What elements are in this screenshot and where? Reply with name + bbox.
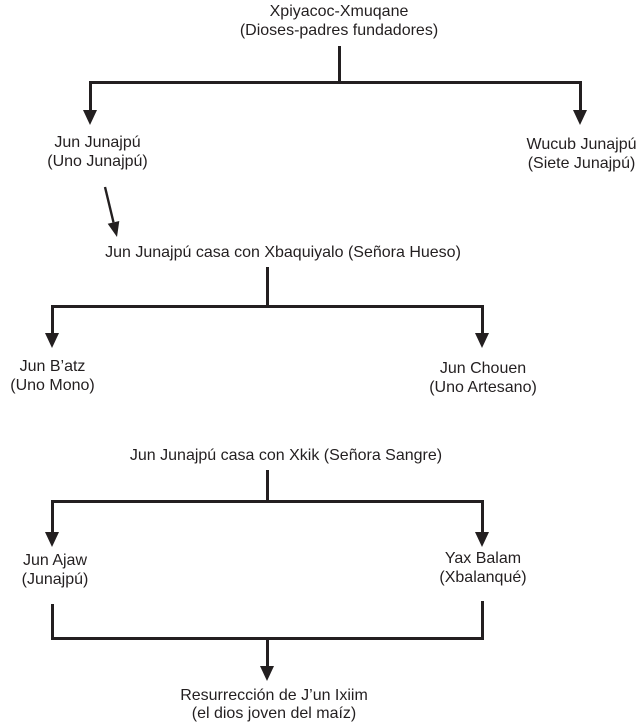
root-alias: (Dioses-padres fundadores): [239, 22, 439, 39]
connector-marriage2-stem: [266, 470, 269, 503]
arrowhead-gen3-left-icon: [45, 532, 59, 547]
arrowhead-gen2-left-icon: [45, 333, 59, 348]
connector-outcome-right-rise: [481, 601, 484, 640]
node-outcome: Resurrección de J’un Ixiim (el dios jove…: [124, 687, 424, 723]
outcome-alias: (el dios joven del maíz): [191, 705, 357, 722]
node-jun-chouen: Jun Chouen (Uno Artesano): [404, 359, 562, 397]
marriage2-label: Jun Junajpú casa con Xkik (Señora Sangre…: [129, 447, 443, 464]
node-jun-junajpu: Jun Junajpú (Uno Junajpú): [15, 133, 180, 171]
person-alias: (Uno Artesano): [429, 379, 537, 396]
person-name: Jun Ajaw: [22, 552, 88, 569]
person-alias: (Siete Junajpú): [527, 155, 636, 172]
diagonal-arrow-icon: [103, 186, 120, 237]
connector-root-stem: [338, 46, 341, 82]
person-alias: (Uno Mono): [10, 377, 95, 394]
connector-marriage1-stem: [266, 267, 269, 307]
person-name: Jun B’atz: [19, 358, 86, 375]
marriage1-label: Jun Junajpú casa con Xbaquiyalo (Señora …: [105, 244, 461, 261]
connector-gen3-left-drop: [51, 500, 54, 532]
node-wucub-junajpu: Wucub Junajpú (Siete Junajpú): [500, 135, 643, 173]
person-name: Yax Balam: [444, 550, 522, 567]
node-root-couple: Xpiyacoc-Xmuqane (Dioses-padres fundador…: [189, 2, 489, 40]
connector-gen1-right-drop: [579, 81, 582, 111]
person-name: Jun Junajpú: [54, 134, 141, 151]
node-yax-balam: Yax Balam (Xbalanqué): [403, 549, 563, 587]
node-jun-batz: Jun B’atz (Uno Mono): [0, 357, 105, 395]
connector-gen1-left-drop: [89, 81, 92, 111]
outcome-name: Resurrección de J’un Ixiim: [180, 687, 368, 704]
arrowhead-gen1-left-icon: [83, 110, 97, 125]
person-alias: (Uno Junajpú): [47, 153, 148, 170]
arrowhead-gen2-right-icon: [475, 333, 489, 348]
person-name: Wucub Junajpú: [526, 136, 637, 153]
person-alias: (Xbalanqué): [439, 569, 527, 586]
connector-gen3-right-drop: [481, 500, 484, 532]
connector-outcome-left-rise: [51, 604, 54, 640]
connector-gen3-horizontal: [51, 500, 484, 503]
arrowhead-outcome-icon: [260, 666, 274, 681]
arrowhead-gen1-right-icon: [573, 110, 587, 125]
person-alias: (Junajpú): [21, 571, 89, 588]
arrowhead-gen3-right-icon: [475, 532, 489, 547]
connector-gen1-horizontal: [89, 81, 582, 84]
person-name: Jun Chouen: [439, 360, 527, 377]
node-jun-ajaw: Jun Ajaw (Junajpú): [0, 551, 110, 589]
connector-outcome-stem: [266, 637, 269, 667]
root-name: Xpiyacoc-Xmuqane: [269, 3, 409, 20]
connector-gen2-horizontal: [51, 305, 484, 308]
connector-gen2-left-drop: [51, 305, 54, 333]
connector-gen2-right-drop: [481, 305, 484, 333]
